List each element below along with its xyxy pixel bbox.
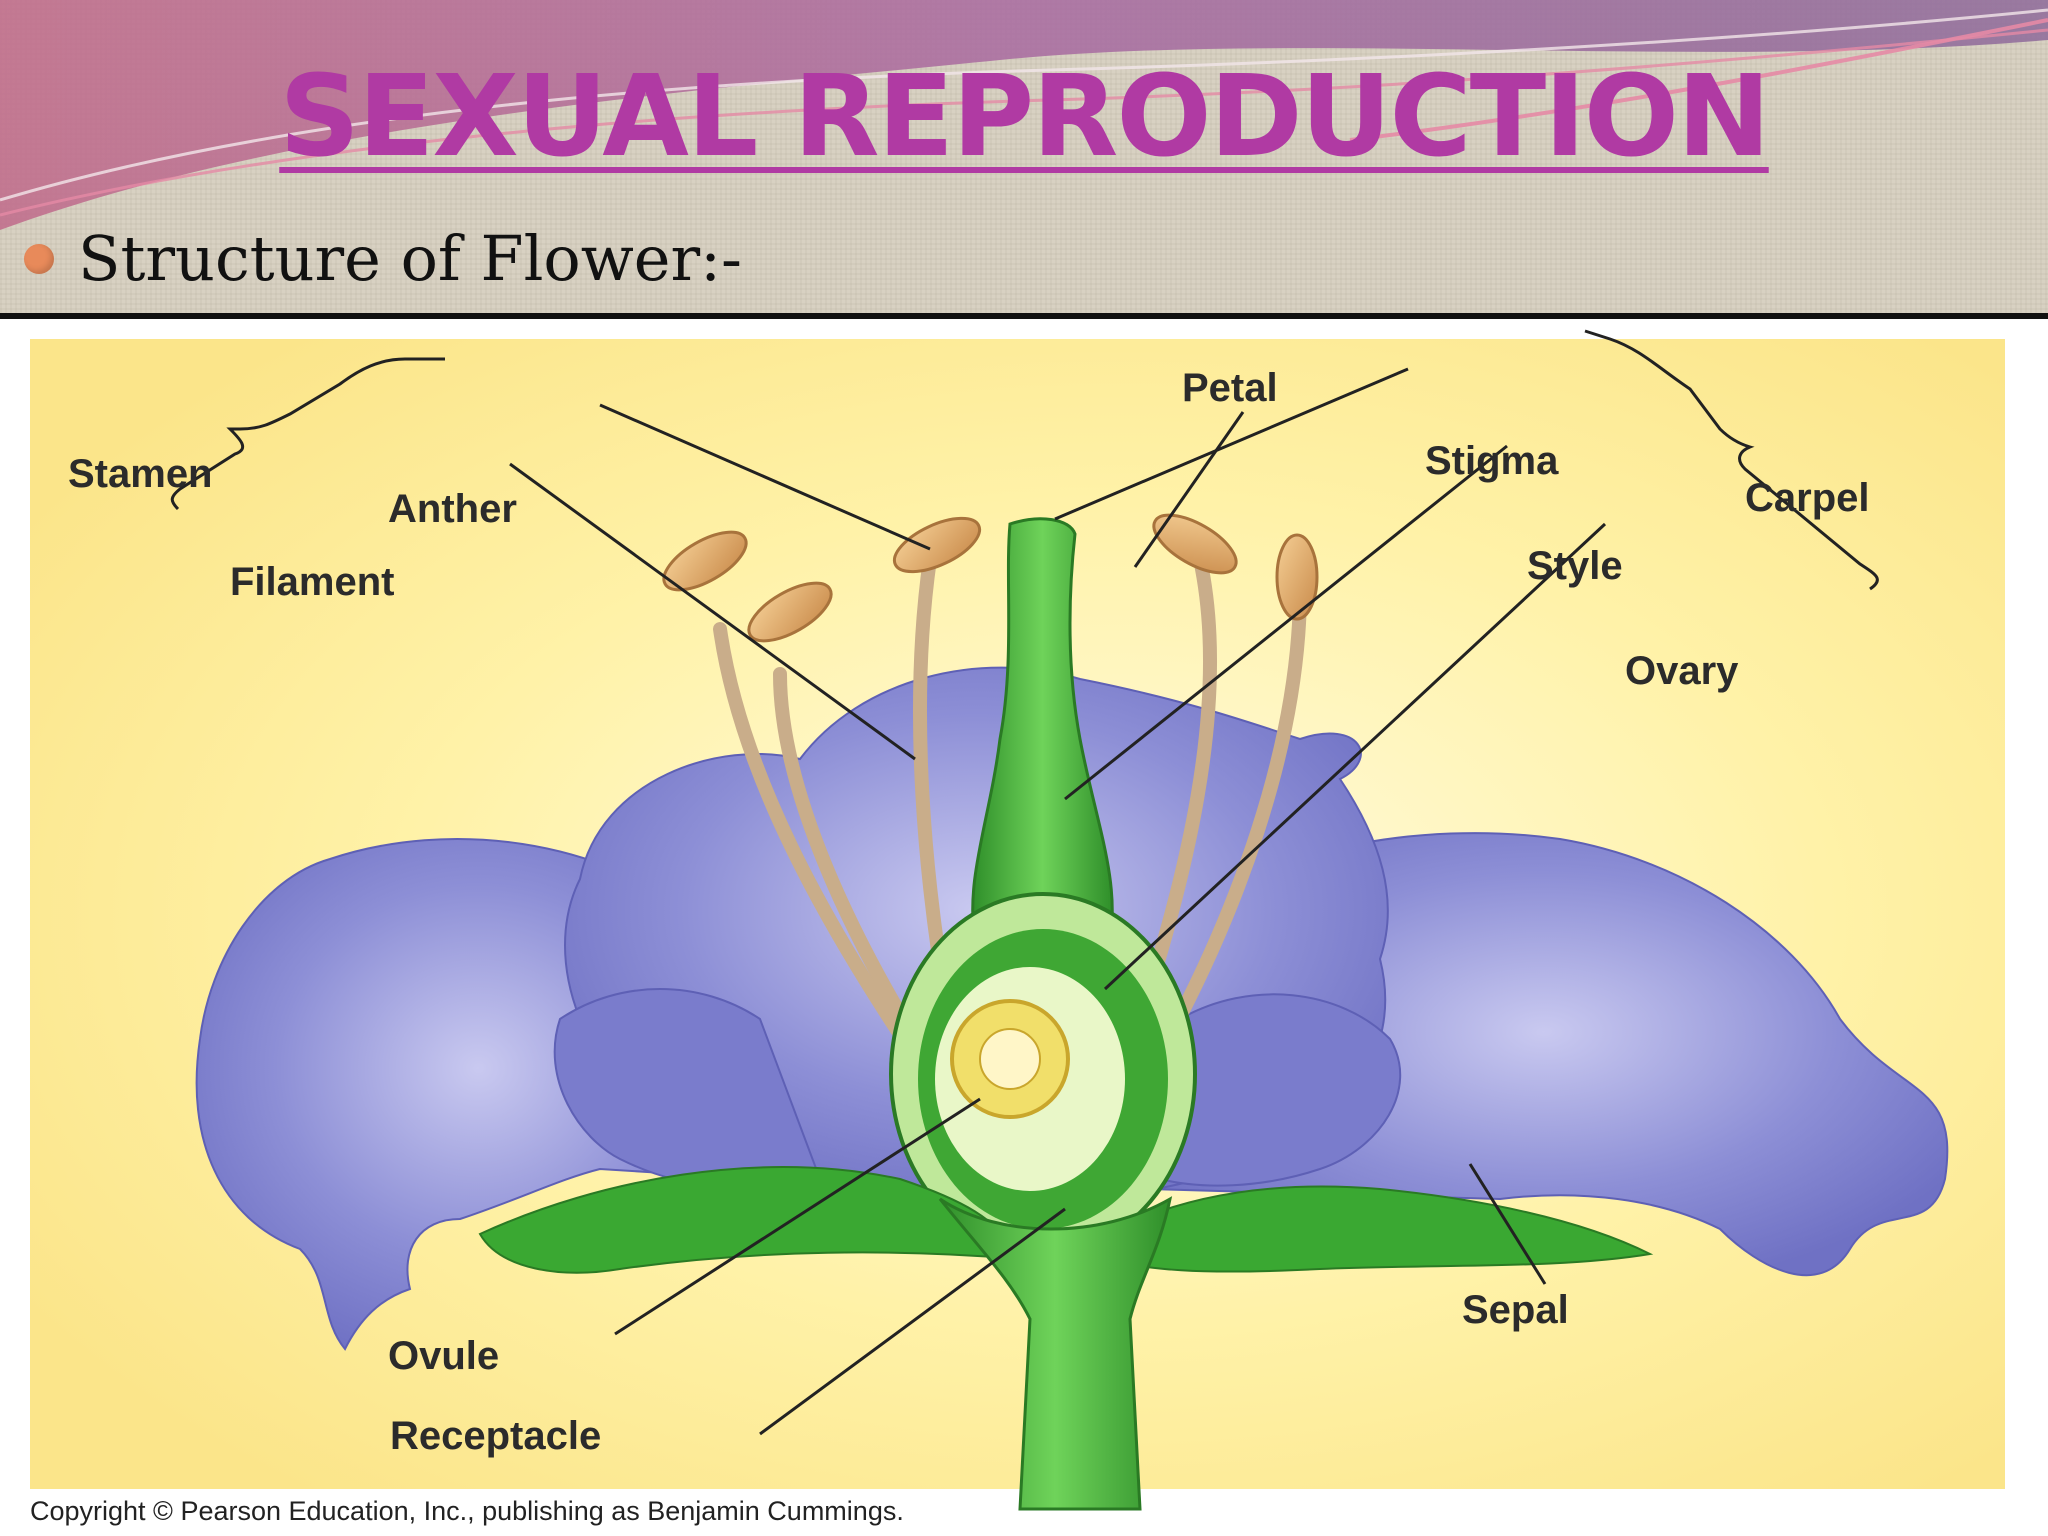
leader-petal bbox=[1133, 411, 1245, 568]
leader-receptacle bbox=[759, 1207, 1066, 1436]
leader-lines bbox=[509, 367, 1607, 1436]
label-ovary: Ovary bbox=[1625, 649, 1739, 693]
anther-5 bbox=[1275, 533, 1319, 621]
leader-stigma bbox=[1054, 367, 1409, 521]
label-ovule: Ovule bbox=[388, 1334, 499, 1378]
anther-2 bbox=[747, 581, 833, 643]
bullet-dot-icon bbox=[24, 243, 54, 274]
anther-4 bbox=[1152, 513, 1238, 575]
slide-title: SEXUAL REPRODUCTION bbox=[279, 52, 1770, 182]
label-receptacle: Receptacle bbox=[390, 1414, 601, 1458]
flower-diagram: Petal Stamen Anther Filament Stigma Carp… bbox=[0, 319, 2048, 1536]
carpel-brace bbox=[1584, 329, 1879, 591]
receptacle-stem-shape bbox=[938, 1196, 1173, 1511]
flower-diagram-svg: Petal Stamen Anther Filament Stigma Carp… bbox=[30, 329, 2005, 1511]
bullet-item: Structure of Flower:- bbox=[24, 222, 742, 295]
stamen-brace bbox=[170, 357, 445, 511]
copyright-notice: Copyright © Pearson Education, Inc., pub… bbox=[30, 1496, 904, 1526]
leader-filament bbox=[509, 462, 916, 761]
ovule-core-shape bbox=[979, 1028, 1041, 1090]
anther-3 bbox=[892, 516, 982, 574]
style-shape bbox=[971, 517, 1114, 941]
anther-group bbox=[662, 513, 1319, 643]
label-filament: Filament bbox=[230, 560, 394, 604]
label-stigma: Stigma bbox=[1425, 439, 1559, 483]
sepal-right-shape bbox=[1077, 1185, 1654, 1273]
petal-front-right-shape bbox=[1158, 993, 1402, 1187]
leader-anther bbox=[599, 403, 931, 551]
decorative-swoosh bbox=[0, 0, 2048, 230]
label-sepal: Sepal bbox=[1462, 1288, 1569, 1332]
leader-ovule bbox=[614, 1097, 981, 1336]
filament-1 bbox=[713, 622, 937, 1086]
label-style: Style bbox=[1527, 544, 1623, 588]
label-carpel: Carpel bbox=[1745, 476, 1870, 520]
bullet-text: Structure of Flower:- bbox=[78, 222, 742, 295]
leader-ovary bbox=[1103, 522, 1607, 991]
label-petal: Petal bbox=[1182, 366, 1278, 410]
leader-sepal bbox=[1468, 1163, 1547, 1285]
label-stamen: Stamen bbox=[68, 452, 213, 496]
anther-1 bbox=[662, 530, 748, 592]
leader-style bbox=[1064, 444, 1508, 801]
header-divider bbox=[0, 313, 2048, 319]
label-anther: Anther bbox=[388, 487, 517, 531]
